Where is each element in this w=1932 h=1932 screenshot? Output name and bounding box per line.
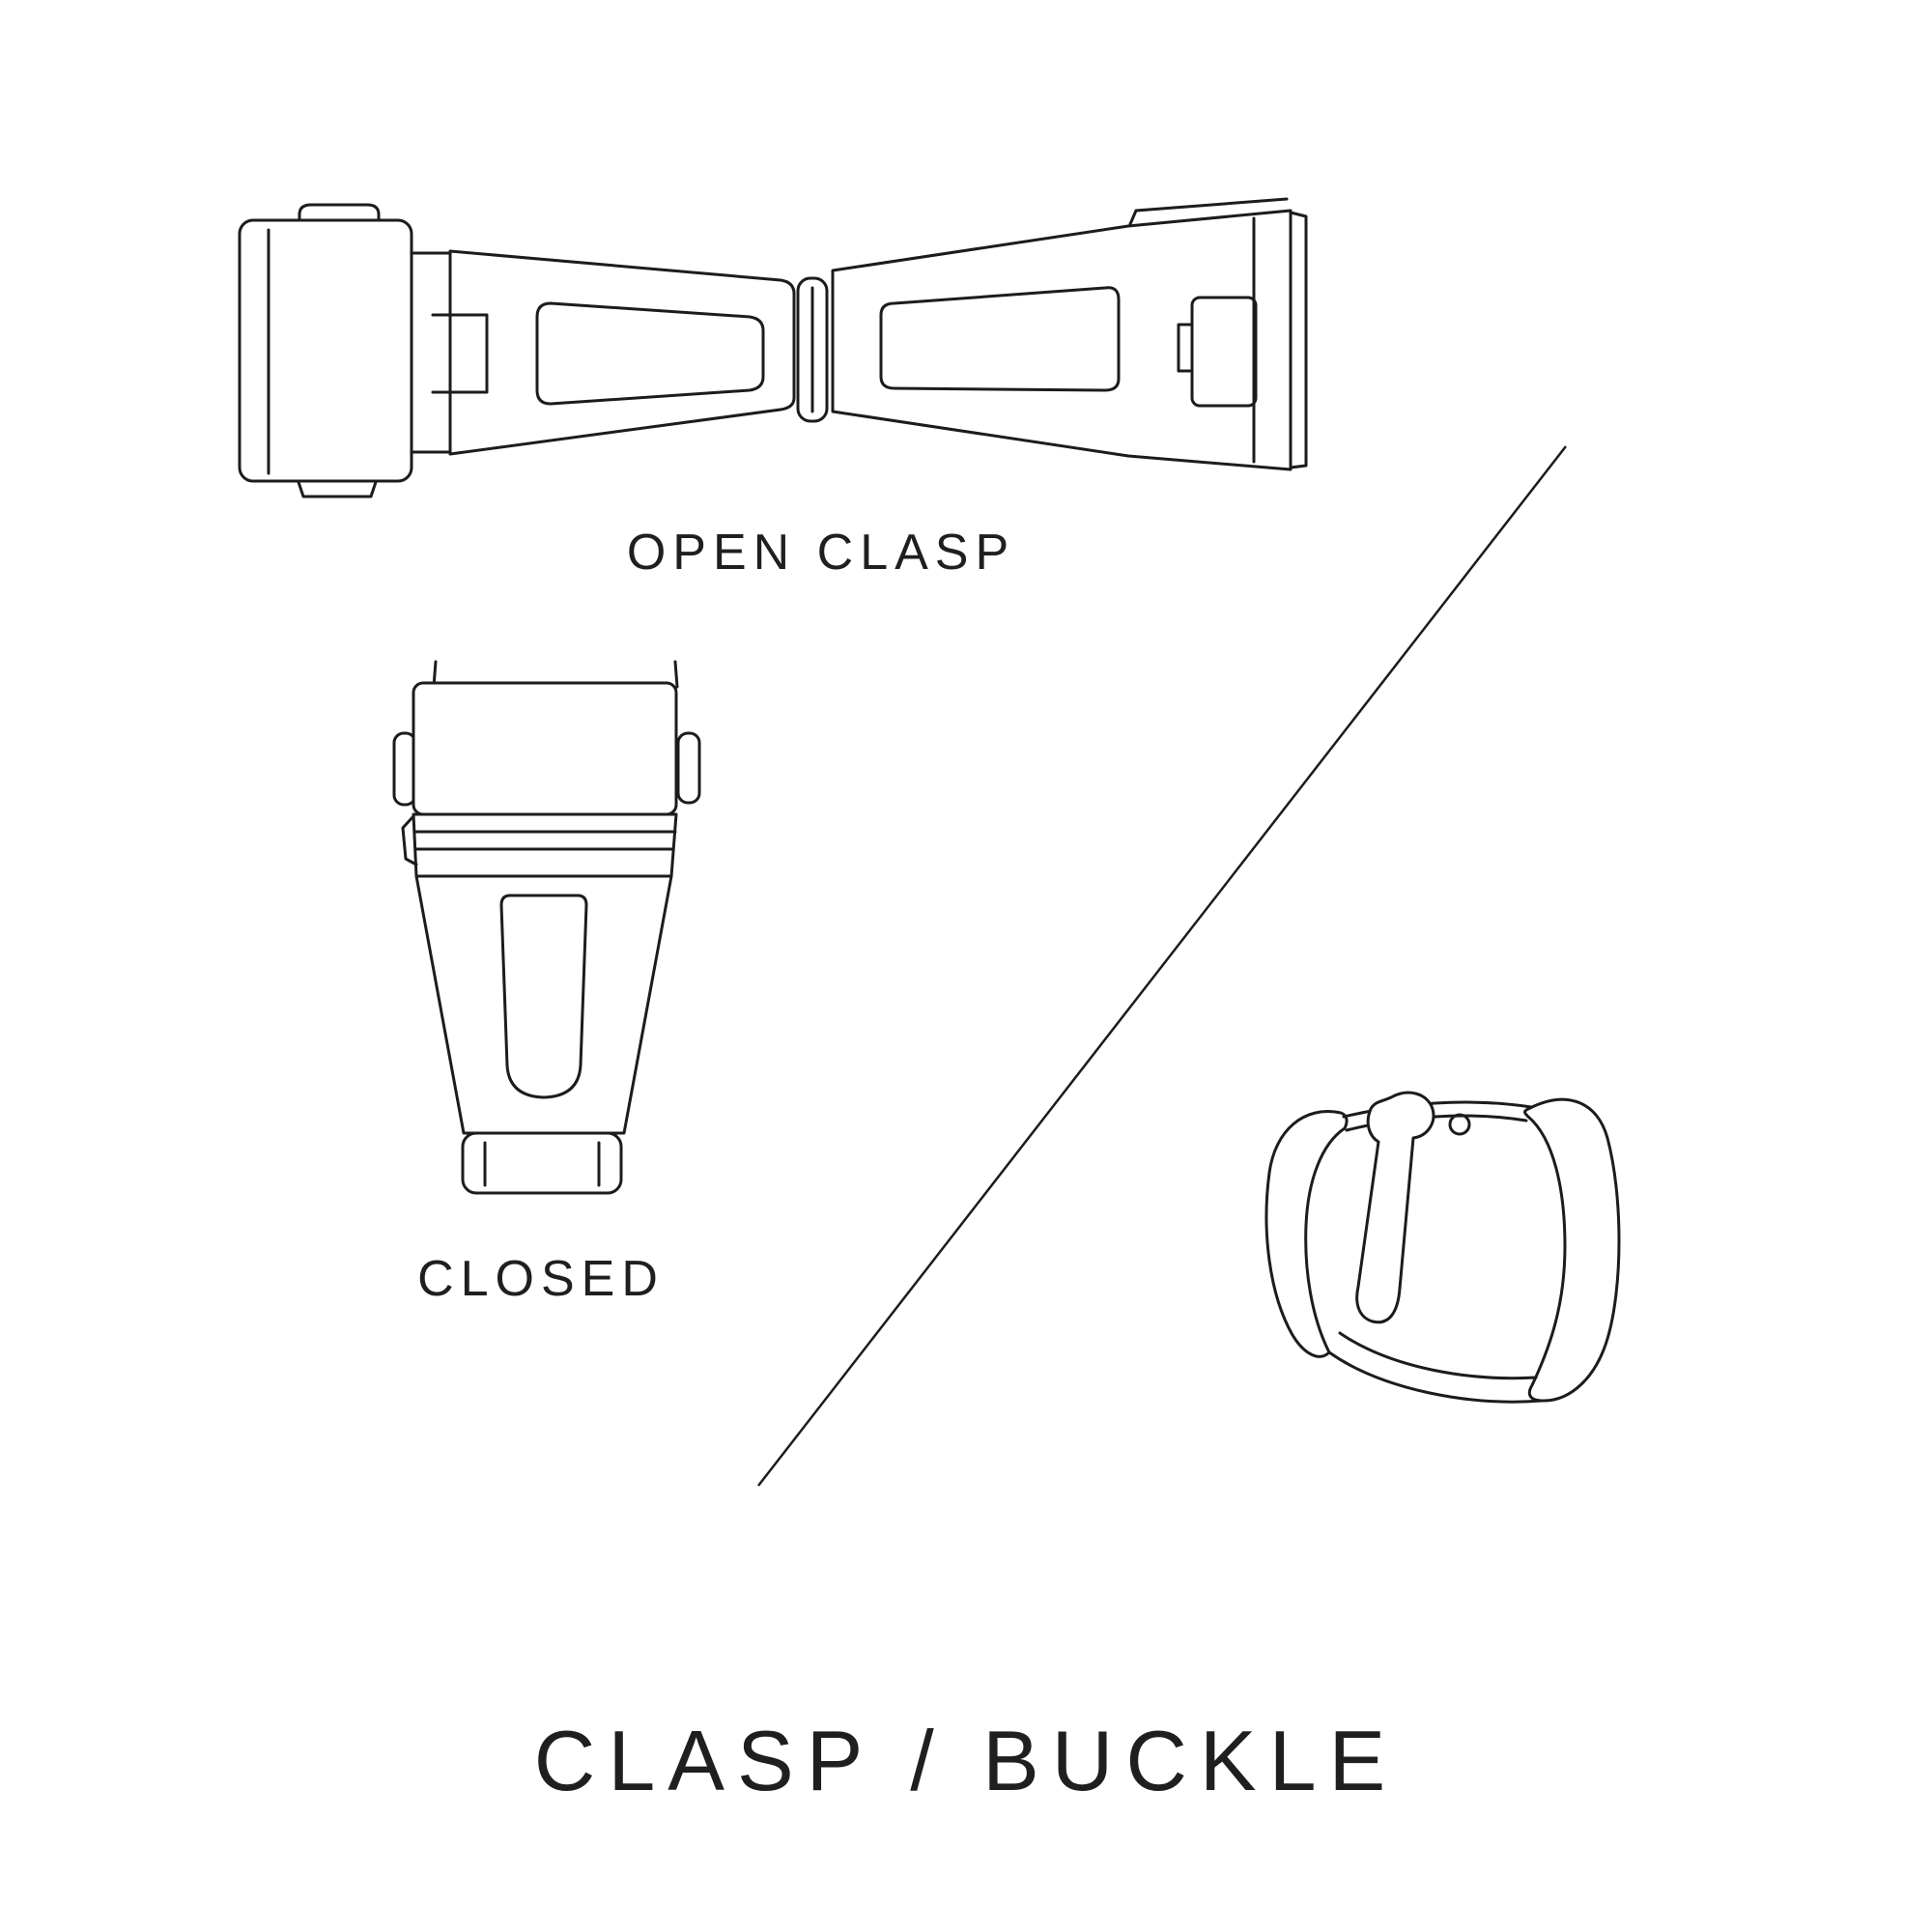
buckle-figure xyxy=(1246,1082,1642,1435)
open-clasp-label: OPEN CLASP xyxy=(626,525,1016,581)
open-clasp-icon xyxy=(238,197,1308,498)
diagram-title: CLASP / BUCKLE xyxy=(533,1713,1399,1808)
divider-line xyxy=(756,444,1568,1488)
tang-buckle-icon xyxy=(1264,1091,1621,1404)
diagonal-divider-icon xyxy=(757,445,1567,1487)
closed-clasp-label: CLOSED xyxy=(417,1251,665,1307)
closed-clasp-icon xyxy=(392,660,701,1195)
closed-clasp-figure xyxy=(386,660,715,1210)
open-clasp-figure xyxy=(230,189,1312,498)
